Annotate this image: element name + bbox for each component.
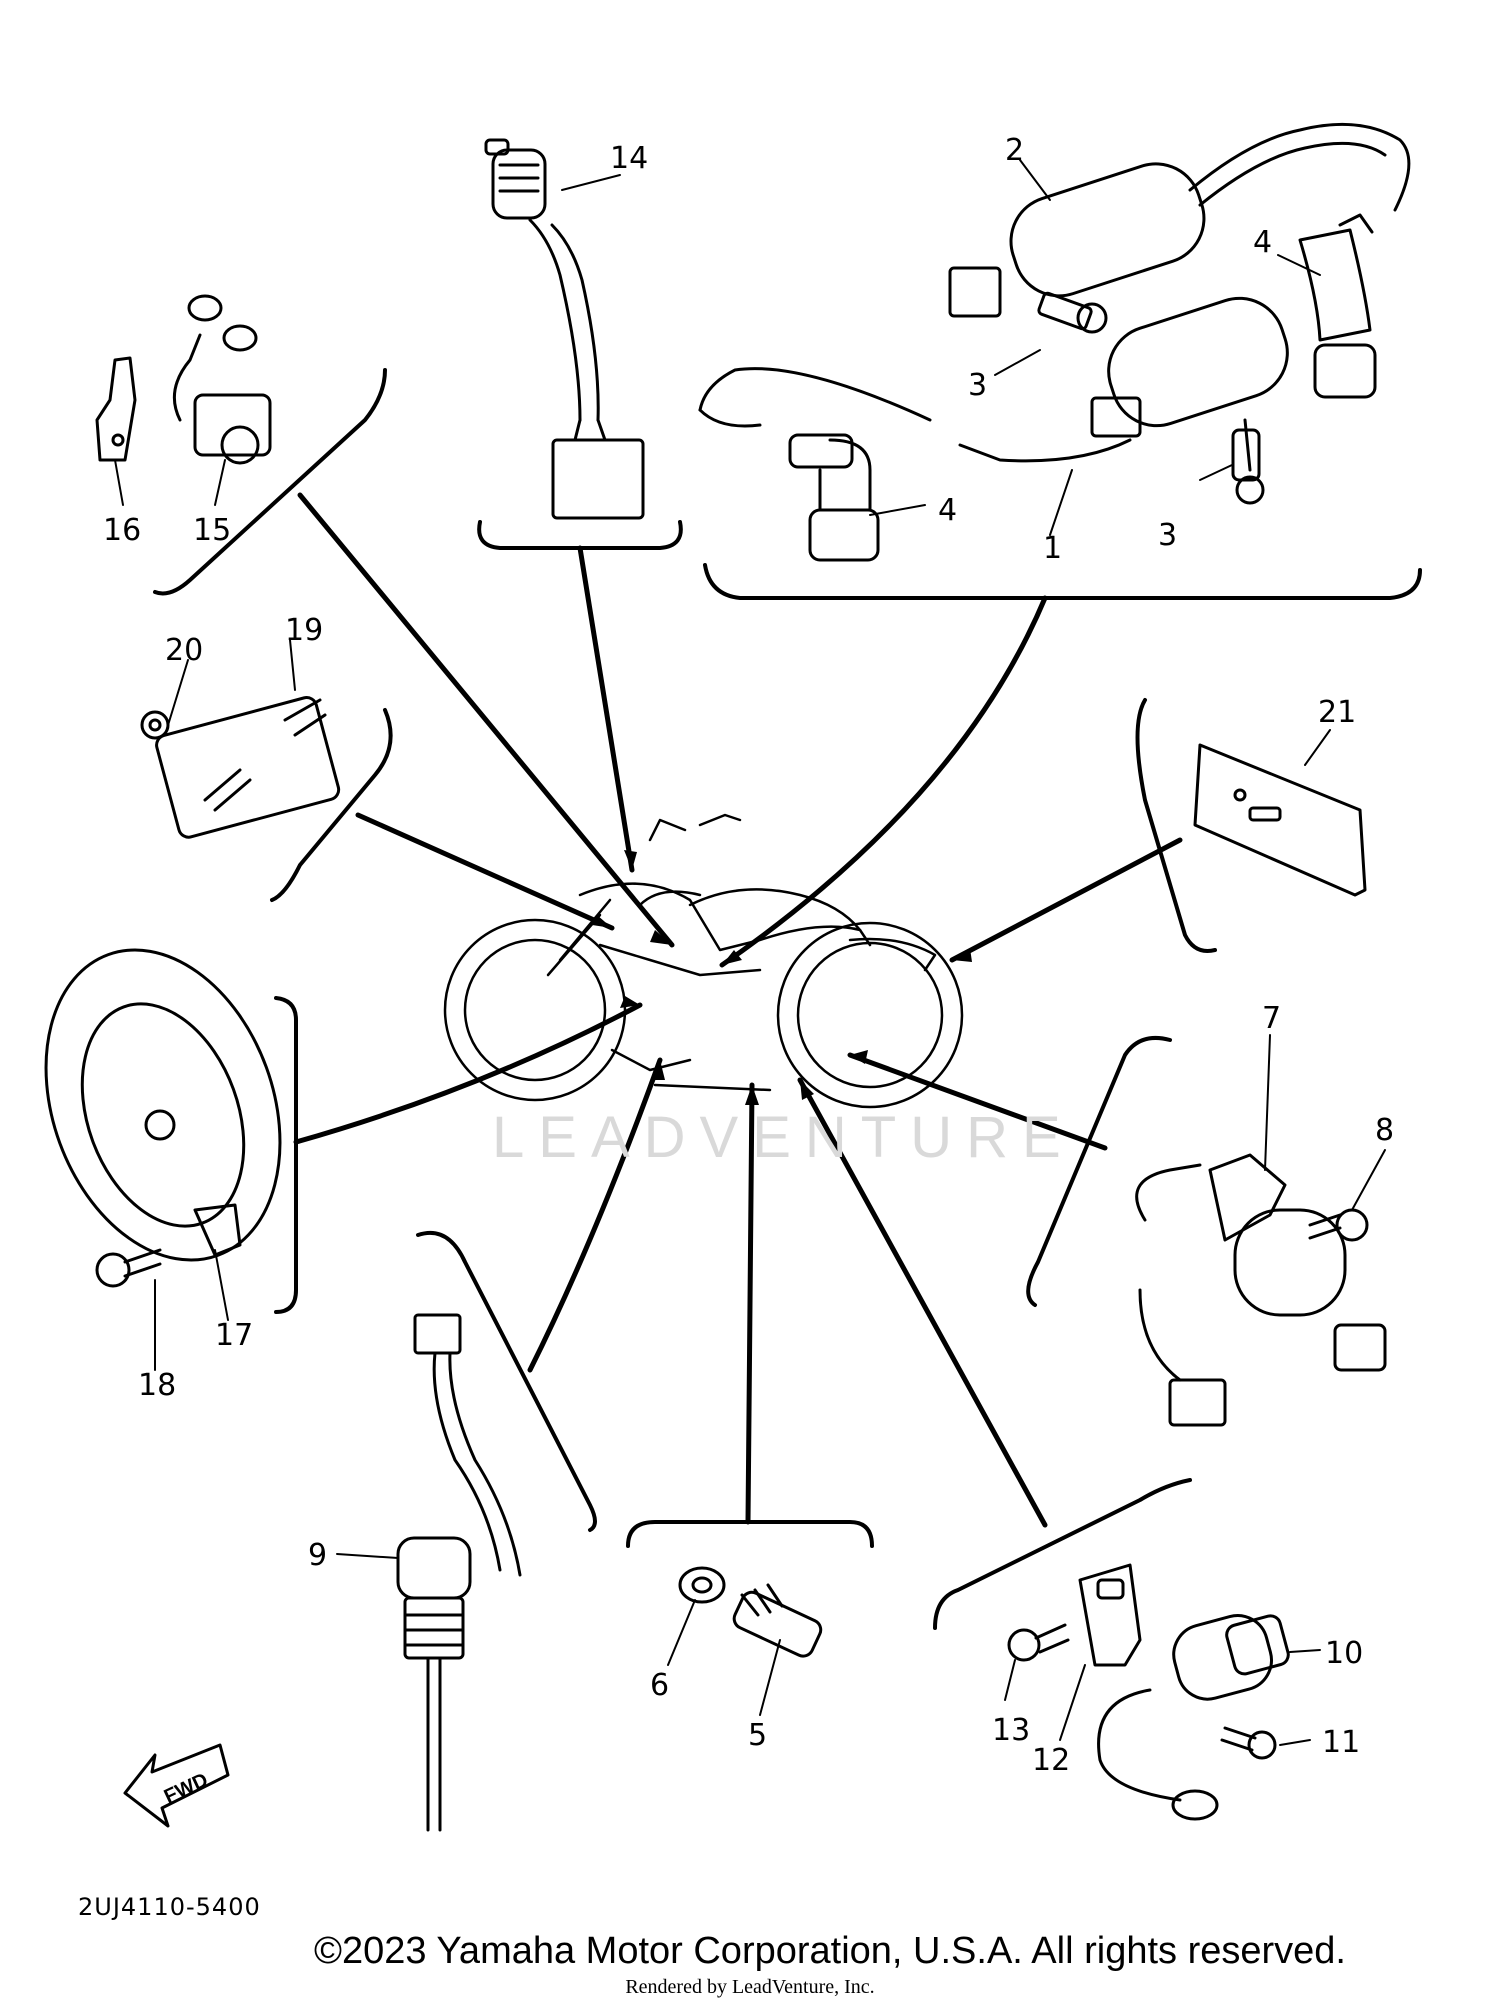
copyright-notice: ©2023 Yamaha Motor Corporation, U.S.A. A… — [314, 1930, 1346, 1972]
part-9-sensor — [396, 1313, 522, 1832]
group-brackets — [153, 368, 1422, 1630]
callout-3a: 3 — [968, 368, 987, 403]
part-17-horn — [44, 948, 282, 1262]
callout-4a: 4 — [1253, 225, 1272, 260]
callout-5: 5 — [748, 1718, 767, 1753]
part-14-switch — [484, 138, 645, 520]
callout-3b: 3 — [1158, 518, 1177, 553]
callout-19: 19 — [285, 613, 323, 648]
callout-18: 18 — [138, 1368, 176, 1403]
leader-arrowheads — [592, 850, 972, 1105]
part-19-reflector — [155, 696, 341, 839]
callout-8: 8 — [1375, 1113, 1394, 1148]
part-3-screw — [1037, 291, 1108, 334]
part-11-screw — [1220, 1726, 1277, 1760]
callout-10: 10 — [1325, 1636, 1363, 1671]
part-12-bracket — [1078, 1563, 1142, 1667]
callout-15: 15 — [193, 513, 231, 548]
part-10-pressure-switch — [1097, 1614, 1290, 1821]
part-4-spark-plug-cap — [1298, 213, 1377, 399]
part-3-screw-2 — [1231, 418, 1265, 505]
callout-7: 7 — [1262, 1001, 1281, 1036]
fwd-label: FWD — [161, 1769, 212, 1808]
part-1-ignition-coil — [698, 296, 1289, 463]
callout-17: 17 — [215, 1318, 253, 1353]
part-20-nut — [140, 710, 170, 740]
rendered-by-notice: Rendered by LeadVenture, Inc. — [625, 1976, 875, 1998]
part-13-bolt — [1007, 1623, 1070, 1662]
callout-13: 13 — [992, 1713, 1030, 1748]
fwd-arrow-icon — [123, 1743, 230, 1828]
callout-4b: 4 — [938, 493, 957, 528]
callout-21: 21 — [1318, 695, 1356, 730]
part-18-bolt — [95, 1248, 162, 1288]
part-2-ignition-coil — [948, 122, 1411, 318]
callout-1: 1 — [1043, 531, 1062, 566]
callout-11: 11 — [1322, 1725, 1360, 1760]
part-4-spark-plug-cap-2 — [788, 433, 880, 562]
callout-2: 2 — [1005, 133, 1024, 168]
callout-20: 20 — [165, 633, 203, 668]
part-21-reflector — [1193, 743, 1367, 897]
callout-6: 6 — [650, 1668, 669, 1703]
callout-leaders — [114, 159, 1386, 1746]
part-5-switch — [732, 1583, 823, 1658]
part-7-main-switch — [1135, 1153, 1387, 1427]
callout-16: 16 — [103, 513, 141, 548]
part-15-relay — [172, 294, 272, 465]
callout-12: 12 — [1032, 1743, 1070, 1778]
watermark: LEADVENTURE — [492, 1105, 1075, 1170]
callout-labels: 2 3 3 4 4 1 14 15 16 19 20 21 17 18 7 8 … — [103, 133, 1394, 1778]
part-6-washer — [678, 1566, 726, 1604]
leader-lines — [293, 492, 1183, 1528]
callout-9: 9 — [308, 1538, 327, 1573]
callout-14: 14 — [610, 141, 648, 176]
part-16-bracket — [95, 356, 137, 462]
diagram-code: 2UJ4110-5400 — [78, 1893, 261, 1921]
